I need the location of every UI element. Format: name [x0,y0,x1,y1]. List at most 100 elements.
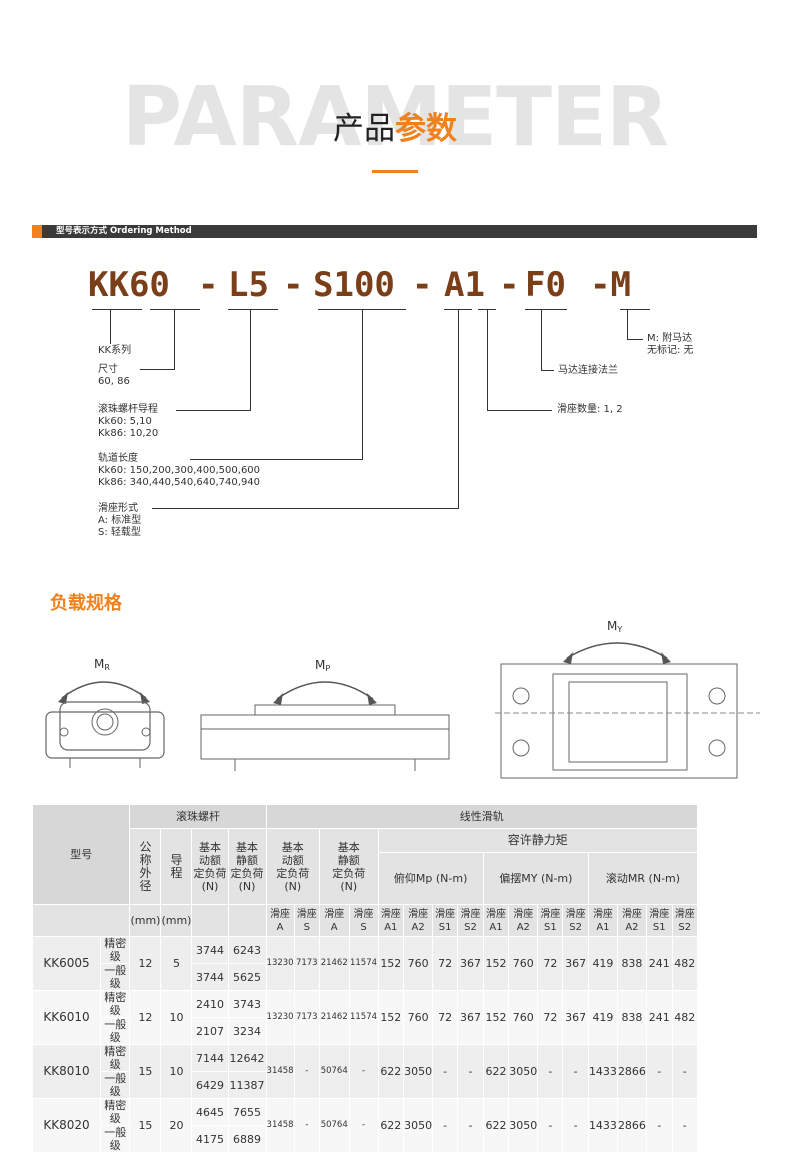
row-grade-precision: 精密级 [100,1098,131,1126]
header-static-moment: 容许静力矩 [377,828,699,853]
code-dash: - [412,265,433,305]
note-slider-qty: 滑座数量: 1, 2 [557,404,623,415]
mr-label: MR [94,657,110,672]
row-value: 622 [377,1098,405,1153]
row-static-precision: 6243 [227,936,267,964]
code-lead: L5 [228,265,269,305]
row-value: 21462 [318,990,350,1045]
row-diameter: 15 [129,1098,162,1153]
row-value: - [537,1044,564,1099]
row-value: 11574 [348,936,379,991]
row-value: 482 [671,936,699,991]
row-model: KK8010 [31,1044,102,1099]
row-dynamic-precision: 7144 [191,1044,229,1072]
row-value: 72 [432,936,459,991]
row-value: 419 [587,990,618,1045]
row-value: 50764 [318,1044,350,1099]
row-value: 367 [562,990,589,1045]
row-value: 152 [377,990,405,1045]
row-value: 7173 [293,936,320,991]
row-value: 241 [645,936,673,991]
row-model: KK8020 [31,1098,102,1153]
row-value: - [671,1098,699,1153]
row-grade-general: 一般级 [100,1125,131,1153]
row-static-precision: 12642 [227,1044,267,1072]
row-value: - [645,1044,673,1099]
row-value: 622 [482,1044,510,1099]
note-flange: 马达连接法兰 [558,365,618,376]
subheader-slider: 滑座 A2 [616,904,647,937]
row-value: 241 [645,990,673,1045]
watermark-title: PARAMETER [121,70,669,165]
subheader-slider: 滑座 A1 [377,904,405,937]
row-value: 3050 [403,1098,434,1153]
row-value: 367 [562,936,589,991]
row-static-general: 3234 [227,1017,267,1045]
code-slider: A1 [444,265,485,305]
row-value: 2866 [616,1044,647,1099]
header-lead: 导 程 [160,828,193,905]
subheader-slider: 滑座 S2 [671,904,699,937]
row-value: 152 [482,936,510,991]
row-value: 50764 [318,1098,350,1153]
row-value: 367 [457,936,484,991]
row-dynamic-general: 2107 [191,1017,229,1045]
row-value: 72 [537,936,564,991]
subheader-slider: 滑座 A2 [403,904,434,937]
subheader-slider: 滑座 S1 [645,904,673,937]
unit-lead: (mm) [160,904,193,937]
row-model: KK6005 [31,936,102,991]
row-value: 760 [403,936,434,991]
header-diameter: 公 称 外 径 [129,828,162,905]
code-flange: F0 [525,265,566,305]
ordering-method-bar: 型号表示方式 Ordering Method [32,225,757,238]
row-diameter: 12 [129,936,162,991]
row-value: - [432,1044,459,1099]
page-title: 产品参数 [333,111,457,147]
row-value: - [562,1098,589,1153]
row-value: - [645,1098,673,1153]
unit-diameter: (mm) [129,904,162,937]
row-static-precision: 7655 [227,1098,267,1126]
subheader-slider: 滑座 A [318,904,350,937]
subheader-slider: 滑座 S2 [562,904,589,937]
header-rail-static: 基本 静额 定负荷 (N) [318,828,379,905]
row-lead: 20 [160,1098,193,1153]
subheader-slider: 滑座 A [265,904,295,937]
subheader-slider: 滑座 A1 [482,904,510,937]
row-value: 31458 [265,1098,295,1153]
header-rail-dynamic: 基本 动额 定负荷 (N) [265,828,320,905]
row-value: 13230 [265,990,295,1045]
row-value: 21462 [318,936,350,991]
row-grade-precision: 精密级 [100,990,131,1018]
row-value: 3050 [508,1098,539,1153]
note-size: 尺寸 60, 86 [98,364,130,387]
note-kk-series: KK系列 [98,345,132,356]
row-grade-general: 一般级 [100,1071,131,1099]
row-static-general: 6889 [227,1125,267,1153]
row-value: 152 [377,936,405,991]
subheader-slider: 滑座 S1 [537,904,564,937]
code-kk: KK60 [88,265,170,305]
row-lead: 10 [160,990,193,1045]
row-value: 72 [432,990,459,1045]
row-value: 3050 [508,1044,539,1099]
yaw-moment-diagram: MY [495,619,760,779]
row-diameter: 12 [129,990,162,1045]
header-linear-rail: 线性滑轨 [265,804,699,829]
row-static-precision: 3743 [227,990,267,1018]
row-value: - [457,1098,484,1153]
row-value: - [348,1098,379,1153]
row-value: - [432,1098,459,1153]
row-value: 72 [537,990,564,1045]
row-dynamic-precision: 4645 [191,1098,229,1126]
row-dynamic-precision: 2410 [191,990,229,1018]
row-static-general: 5625 [227,963,267,991]
row-value: 760 [508,936,539,991]
row-dynamic-precision: 3744 [191,936,229,964]
code-dash: - [283,265,304,305]
row-grade-general: 一般级 [100,963,131,991]
row-value: 7173 [293,990,320,1045]
header-roll: 滚动MR (N-m) [587,852,699,905]
load-spec-table: 型号 滚珠螺杆 线性滑轨 公 称 外 径 导 程 基本 动额 定负荷 (N) 基… [31,804,757,1153]
